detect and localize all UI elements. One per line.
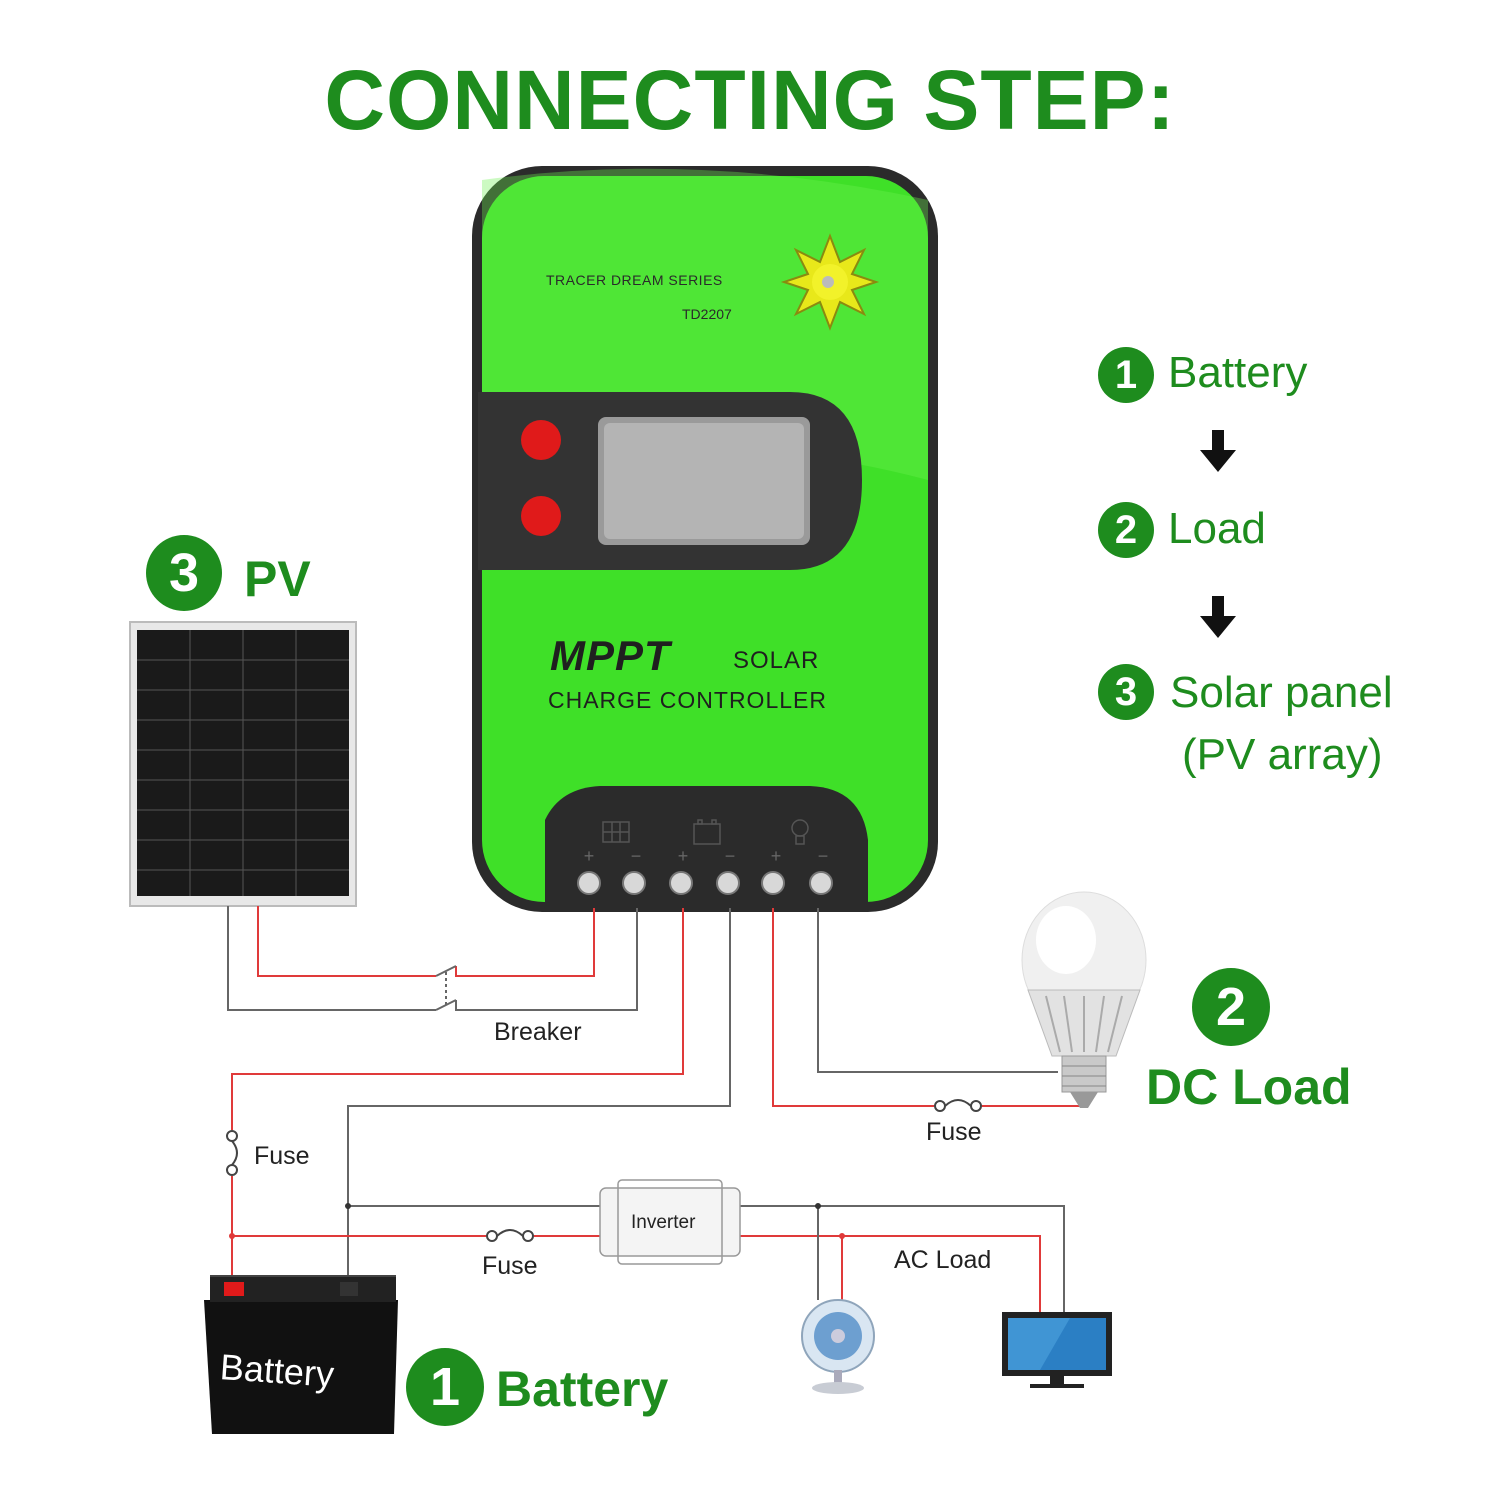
inverter-label: Inverter bbox=[631, 1212, 696, 1233]
battery-icon bbox=[204, 1275, 398, 1434]
terminal-screws bbox=[577, 871, 833, 895]
dc-load-badge: 2 bbox=[1192, 968, 1270, 1046]
terminal-sign: + bbox=[584, 846, 595, 866]
step-1-label: Battery bbox=[1168, 348, 1308, 397]
step-2-label: Load bbox=[1168, 504, 1266, 553]
fuse-icon bbox=[226, 1130, 238, 1176]
terminal-sign: − bbox=[818, 846, 829, 866]
fuse-icon bbox=[934, 1099, 982, 1112]
step-3-label: Solar panel bbox=[1170, 668, 1393, 717]
menu-button bbox=[521, 420, 561, 460]
controller-series: TRACER DREAM SERIES bbox=[546, 272, 723, 288]
fan-icon bbox=[801, 1299, 875, 1394]
terminal-sign: − bbox=[631, 846, 642, 866]
battery-fuse-label: Fuse bbox=[254, 1142, 310, 1170]
battery-label: Battery bbox=[496, 1361, 669, 1417]
pv-badge: 3 bbox=[146, 535, 222, 611]
arrow-down-icon bbox=[1200, 450, 1236, 472]
load-fuse-label: Fuse bbox=[926, 1118, 982, 1146]
terminal-sign: + bbox=[678, 846, 689, 866]
sun-icon bbox=[780, 233, 880, 331]
ac-load-label: AC Load bbox=[894, 1246, 992, 1274]
controller-model: TD2207 bbox=[682, 306, 732, 322]
fuse-icon bbox=[486, 1229, 534, 1242]
monitor-icon bbox=[1002, 1312, 1112, 1388]
inverter-icon bbox=[599, 1179, 741, 1265]
pv-label: PV bbox=[244, 551, 311, 607]
battery-body-label: Battery bbox=[218, 1346, 336, 1395]
controller-solar: SOLAR bbox=[733, 647, 820, 674]
charge-controller bbox=[472, 166, 938, 912]
battery-terminal-icon bbox=[693, 819, 721, 845]
arrow-down-icon bbox=[1200, 616, 1236, 638]
step-3-badge: 3 bbox=[1098, 664, 1154, 720]
battery-badge: 1 bbox=[406, 1348, 484, 1426]
step-1-badge: 1 bbox=[1098, 347, 1154, 403]
arrow-down-icon bbox=[1212, 596, 1224, 616]
terminal-sign: + bbox=[771, 846, 782, 866]
enter-button bbox=[521, 496, 561, 536]
inverter-fuse-label: Fuse bbox=[482, 1252, 538, 1280]
step-2-badge: 2 bbox=[1098, 502, 1154, 558]
controller-brand: MPPT bbox=[550, 632, 671, 679]
controller-subtitle: CHARGE CONTROLLER bbox=[548, 687, 827, 713]
light-bulb-icon bbox=[1021, 891, 1147, 1108]
arrow-down-icon bbox=[1212, 430, 1224, 450]
load-terminal-icon bbox=[791, 819, 809, 845]
pv-terminal-icon bbox=[602, 821, 630, 843]
step-3-label-2: (PV array) bbox=[1182, 730, 1383, 779]
terminal-sign: − bbox=[725, 846, 736, 866]
dc-load-label: DC Load bbox=[1146, 1059, 1352, 1115]
breaker-label: Breaker bbox=[494, 1018, 582, 1046]
solar-panel bbox=[129, 621, 357, 907]
page-title: CONNECTING STEP: bbox=[324, 53, 1176, 147]
